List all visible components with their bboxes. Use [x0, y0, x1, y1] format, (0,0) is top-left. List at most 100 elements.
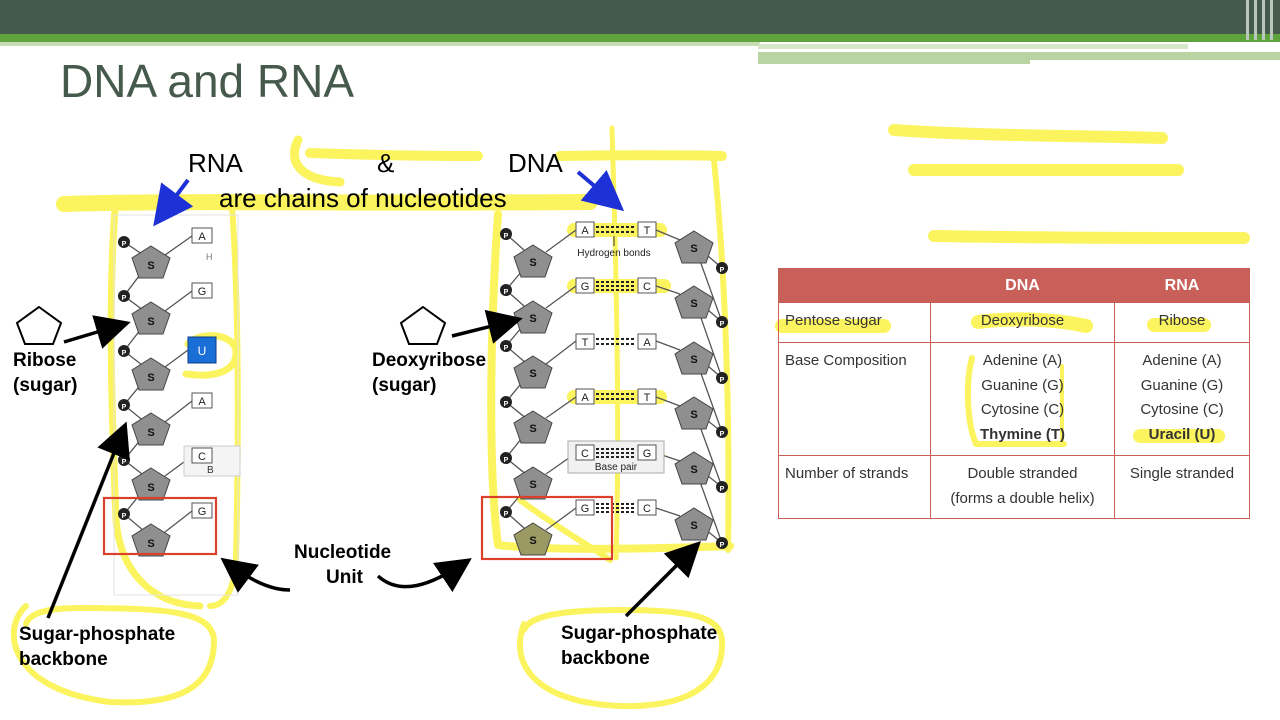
svg-text:T: T [644, 392, 651, 404]
phosphate-circle [118, 236, 130, 248]
header-accent-bar [0, 34, 1280, 42]
cell-value: Adenine (A) [1142, 352, 1222, 369]
sugar-pentagon [131, 467, 171, 501]
dna-nucleotide-unit-box [480, 495, 614, 561]
svg-text:S: S [690, 464, 697, 476]
base-label: G [198, 506, 207, 518]
svg-text:S: S [690, 409, 697, 421]
comparison-table: DNA RNA Pentose sugar Deoxyribose Ribose… [778, 268, 1250, 519]
row-label: Base Composition [785, 352, 907, 369]
sugar-pentagon [131, 357, 171, 391]
dna-base-pair: A T [575, 388, 657, 405]
base-label: A [198, 396, 206, 408]
svg-text:P: P [504, 233, 509, 240]
svg-text:S: S [690, 243, 697, 255]
rna-nucleotide: S P G [118, 282, 213, 335]
pentagon-icon [399, 305, 447, 345]
hydrogen-bonds-text: Hydrogen bonds [577, 248, 650, 259]
base-box [191, 392, 213, 409]
dna-base-pair: G C [575, 277, 657, 294]
slide-title: DNA and RNA [60, 55, 355, 107]
svg-text:C: C [643, 503, 651, 515]
backbone-right-line2: backbone [561, 648, 650, 669]
cell-value: Double stranded [967, 465, 1078, 482]
svg-text:A: A [581, 392, 589, 404]
table-cell: Base Composition [778, 342, 931, 456]
table-cell: Double stranded (forms a double helix) [930, 455, 1115, 519]
cell-value: Cytosine (C) [1140, 401, 1224, 418]
header-deco-line [1246, 0, 1249, 40]
svg-text:P: P [720, 321, 725, 328]
base-box [191, 447, 213, 464]
sugar-pentagon [131, 523, 171, 557]
svg-text:C: C [581, 448, 589, 460]
table-cell: Adenine (A) Guanine (G) Cytosine (C) Thy… [930, 342, 1115, 456]
hydrogen-bonds-caption: Hydrogen bonds [577, 248, 650, 259]
header-rule-gap [1030, 60, 1280, 66]
deoxyribose-label-line2: (sugar) [372, 375, 437, 396]
svg-text:S: S [529, 535, 536, 547]
heading-dna: DNA [508, 148, 563, 178]
svg-text:S: S [690, 298, 697, 310]
rna-nucleotide: S P A [118, 392, 213, 446]
arrow-to-rna-unit [220, 557, 291, 593]
svg-text:S: S [529, 423, 536, 435]
backbone-left-line1: Sugar-phosphate [19, 624, 176, 645]
phosphate-circle [118, 508, 130, 520]
table-header-row: DNA RNA [778, 268, 1250, 303]
svg-text:P: P [504, 289, 509, 296]
svg-text:S: S [529, 479, 536, 491]
table-header-cell: RNA [1114, 268, 1250, 303]
backbone-left-line2: backbone [19, 649, 108, 670]
svg-text:A: A [581, 225, 589, 237]
cell-value: Single stranded [1129, 465, 1235, 482]
rna-nucleotide-unit-box [102, 496, 218, 556]
table-row: Pentose sugar Deoxyribose Ribose [778, 302, 1250, 343]
side-text: H [206, 252, 213, 262]
sugar-pentagon [131, 412, 171, 446]
table-header-cell [778, 268, 931, 303]
table-row: Base Composition Adenine (A) Guanine (G)… [778, 342, 1250, 456]
base-box [191, 227, 213, 244]
svg-text:G: G [581, 281, 590, 293]
sugar-label: S [147, 260, 154, 272]
table-cell: Deoxyribose [930, 302, 1115, 343]
header-rule-thin [758, 44, 1188, 49]
base-box [191, 282, 213, 299]
rna-nucleotide: S P U [118, 336, 217, 391]
header-deco-line [1270, 0, 1273, 40]
base-label: A [198, 231, 206, 243]
header-deco-line [1254, 0, 1257, 40]
svg-text:P: P [720, 431, 725, 438]
arrow-to-ribose [63, 315, 131, 349]
heading-rna: RNA [188, 148, 243, 178]
dna-base-pair: G C [575, 499, 657, 516]
base-box [191, 502, 213, 519]
svg-text:G: G [581, 503, 590, 515]
row-label: Pentose sugar [785, 312, 882, 329]
cell-value: (forms a double helix) [950, 489, 1095, 507]
dna-base-pair: T A [575, 333, 657, 350]
pentagon-icon [15, 305, 63, 345]
sugar-label: S [147, 482, 154, 494]
rna-nucleotide: S P C B [118, 445, 241, 501]
arrow-to-dna-backbone [624, 541, 701, 618]
row-label: Number of strands [785, 465, 909, 482]
table-cell: Ribose [1114, 302, 1250, 343]
sugar-label: S [147, 316, 154, 328]
phosphate-label: P [122, 241, 127, 248]
table-row: Number of strands Double stranded (forms… [778, 455, 1250, 519]
svg-text:P: P [720, 486, 725, 493]
cell-value: Guanine (G) [981, 376, 1064, 394]
table-header-cell: DNA [930, 268, 1115, 303]
dna-base-pair: C G Base pair [567, 440, 665, 474]
phosphate-label: P [122, 459, 127, 466]
arrow-rna-heading [153, 178, 194, 227]
svg-text:A: A [643, 337, 651, 349]
cell-value: Ribose [1158, 312, 1206, 329]
phosphate-label: P [122, 404, 127, 411]
dna-base-pair: A T [575, 221, 657, 238]
phosphate-label: P [122, 295, 127, 302]
base-pair-caption: Base pair [595, 462, 638, 473]
